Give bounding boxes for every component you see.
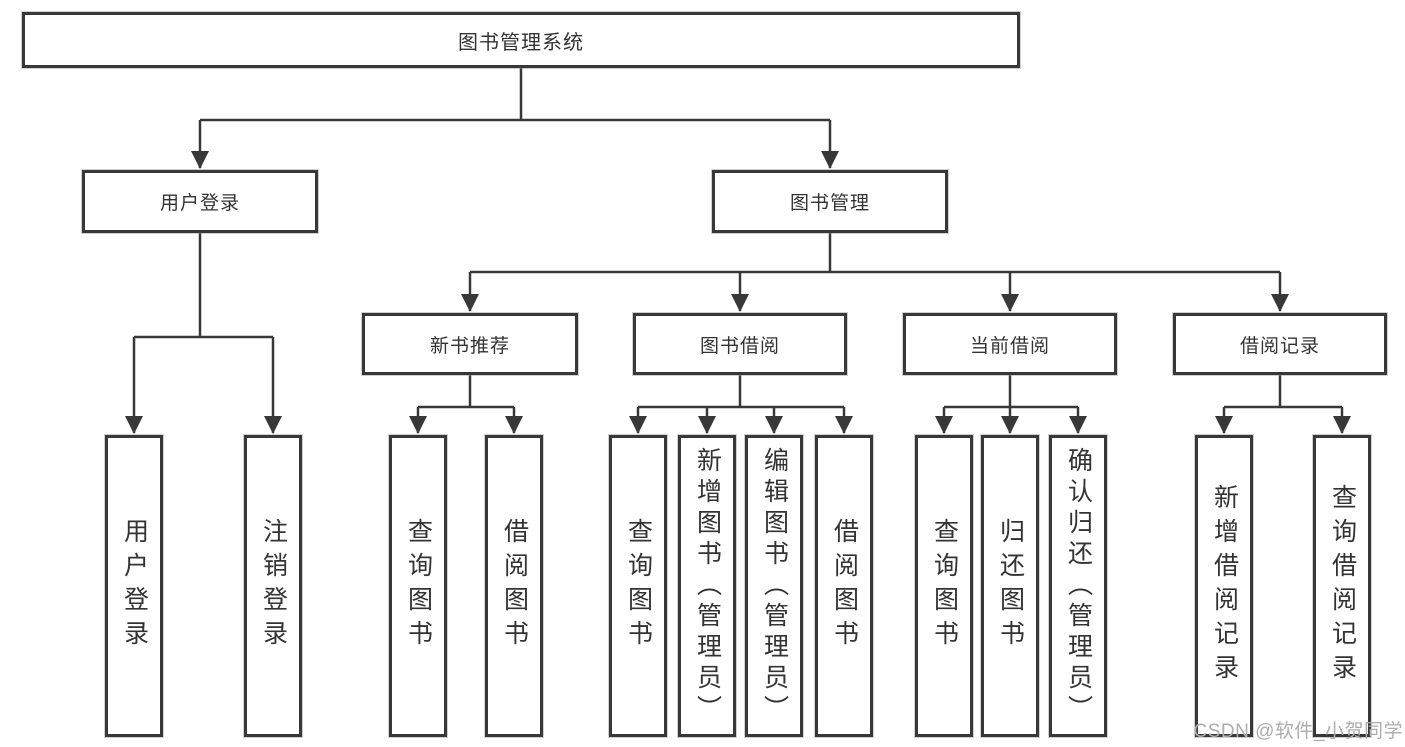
node-borrow-records: 借阅记录 bbox=[1173, 313, 1387, 375]
leaf-return-book: 归还图书 bbox=[981, 435, 1039, 737]
node-book-management: 图书管理 bbox=[712, 170, 948, 233]
leaf-confirm-return-admin-label: 确认归还（管理员） bbox=[1064, 446, 1093, 726]
leaf-add-book-admin-label: 新增图书（管理员） bbox=[693, 446, 722, 726]
leaf-borrow-books: 借阅图书 bbox=[815, 435, 873, 737]
leaf-borrow-books-recommend-label: 借阅图书 bbox=[500, 518, 529, 654]
leaf-query-books-current-label: 查询图书 bbox=[930, 518, 959, 654]
node-library-system: 图书管理系统 bbox=[22, 12, 1020, 68]
node-new-book-recommend-label: 新书推荐 bbox=[429, 335, 510, 357]
node-book-borrow: 图书借阅 bbox=[633, 313, 847, 375]
leaf-add-borrow-record: 新增借阅记录 bbox=[1195, 435, 1253, 737]
leaf-query-books-borrow-label: 查询图书 bbox=[624, 518, 653, 654]
node-borrow-records-label: 借阅记录 bbox=[1239, 335, 1320, 357]
node-current-borrow: 当前借阅 bbox=[903, 313, 1117, 375]
leaf-query-books-recommend-label: 查询图书 bbox=[404, 518, 433, 654]
node-book-management-label: 图书管理 bbox=[789, 193, 870, 214]
node-current-borrow-label: 当前借阅 bbox=[969, 335, 1050, 357]
node-book-borrow-label: 图书借阅 bbox=[699, 335, 780, 357]
csdn-watermark: CSDN @软件_小贺同学 bbox=[1193, 721, 1403, 742]
node-library-system-label: 图书管理系统 bbox=[458, 31, 584, 54]
leaf-query-books-borrow: 查询图书 bbox=[609, 435, 667, 737]
leaf-add-book-admin: 新增图书（管理员） bbox=[678, 435, 736, 737]
leaf-query-books-recommend: 查询图书 bbox=[389, 435, 447, 737]
leaf-return-book-label: 归还图书 bbox=[996, 518, 1025, 654]
leaf-confirm-return-admin: 确认归还（管理员） bbox=[1049, 435, 1107, 737]
node-user-login-label: 用户登录 bbox=[159, 193, 240, 214]
leaf-edit-book-admin-label: 编辑图书（管理员） bbox=[760, 446, 789, 726]
leaf-edit-book-admin: 编辑图书（管理员） bbox=[745, 435, 803, 737]
leaf-query-borrow-record-label: 查询借阅记录 bbox=[1328, 484, 1357, 688]
leaf-borrow-books-recommend: 借阅图书 bbox=[485, 435, 543, 737]
node-user-login: 用户登录 bbox=[82, 170, 318, 233]
leaf-logout-label: 注销登录 bbox=[259, 518, 288, 654]
leaf-query-borrow-record: 查询借阅记录 bbox=[1313, 435, 1371, 737]
leaf-add-borrow-record-label: 新增借阅记录 bbox=[1210, 484, 1239, 688]
leaf-user-login-label: 用户登录 bbox=[120, 518, 149, 654]
node-new-book-recommend: 新书推荐 bbox=[362, 313, 578, 375]
leaf-user-login: 用户登录 bbox=[105, 435, 163, 737]
leaf-logout: 注销登录 bbox=[244, 435, 302, 737]
leaf-query-books-current: 查询图书 bbox=[915, 435, 973, 737]
leaf-borrow-books-label: 借阅图书 bbox=[830, 518, 859, 654]
